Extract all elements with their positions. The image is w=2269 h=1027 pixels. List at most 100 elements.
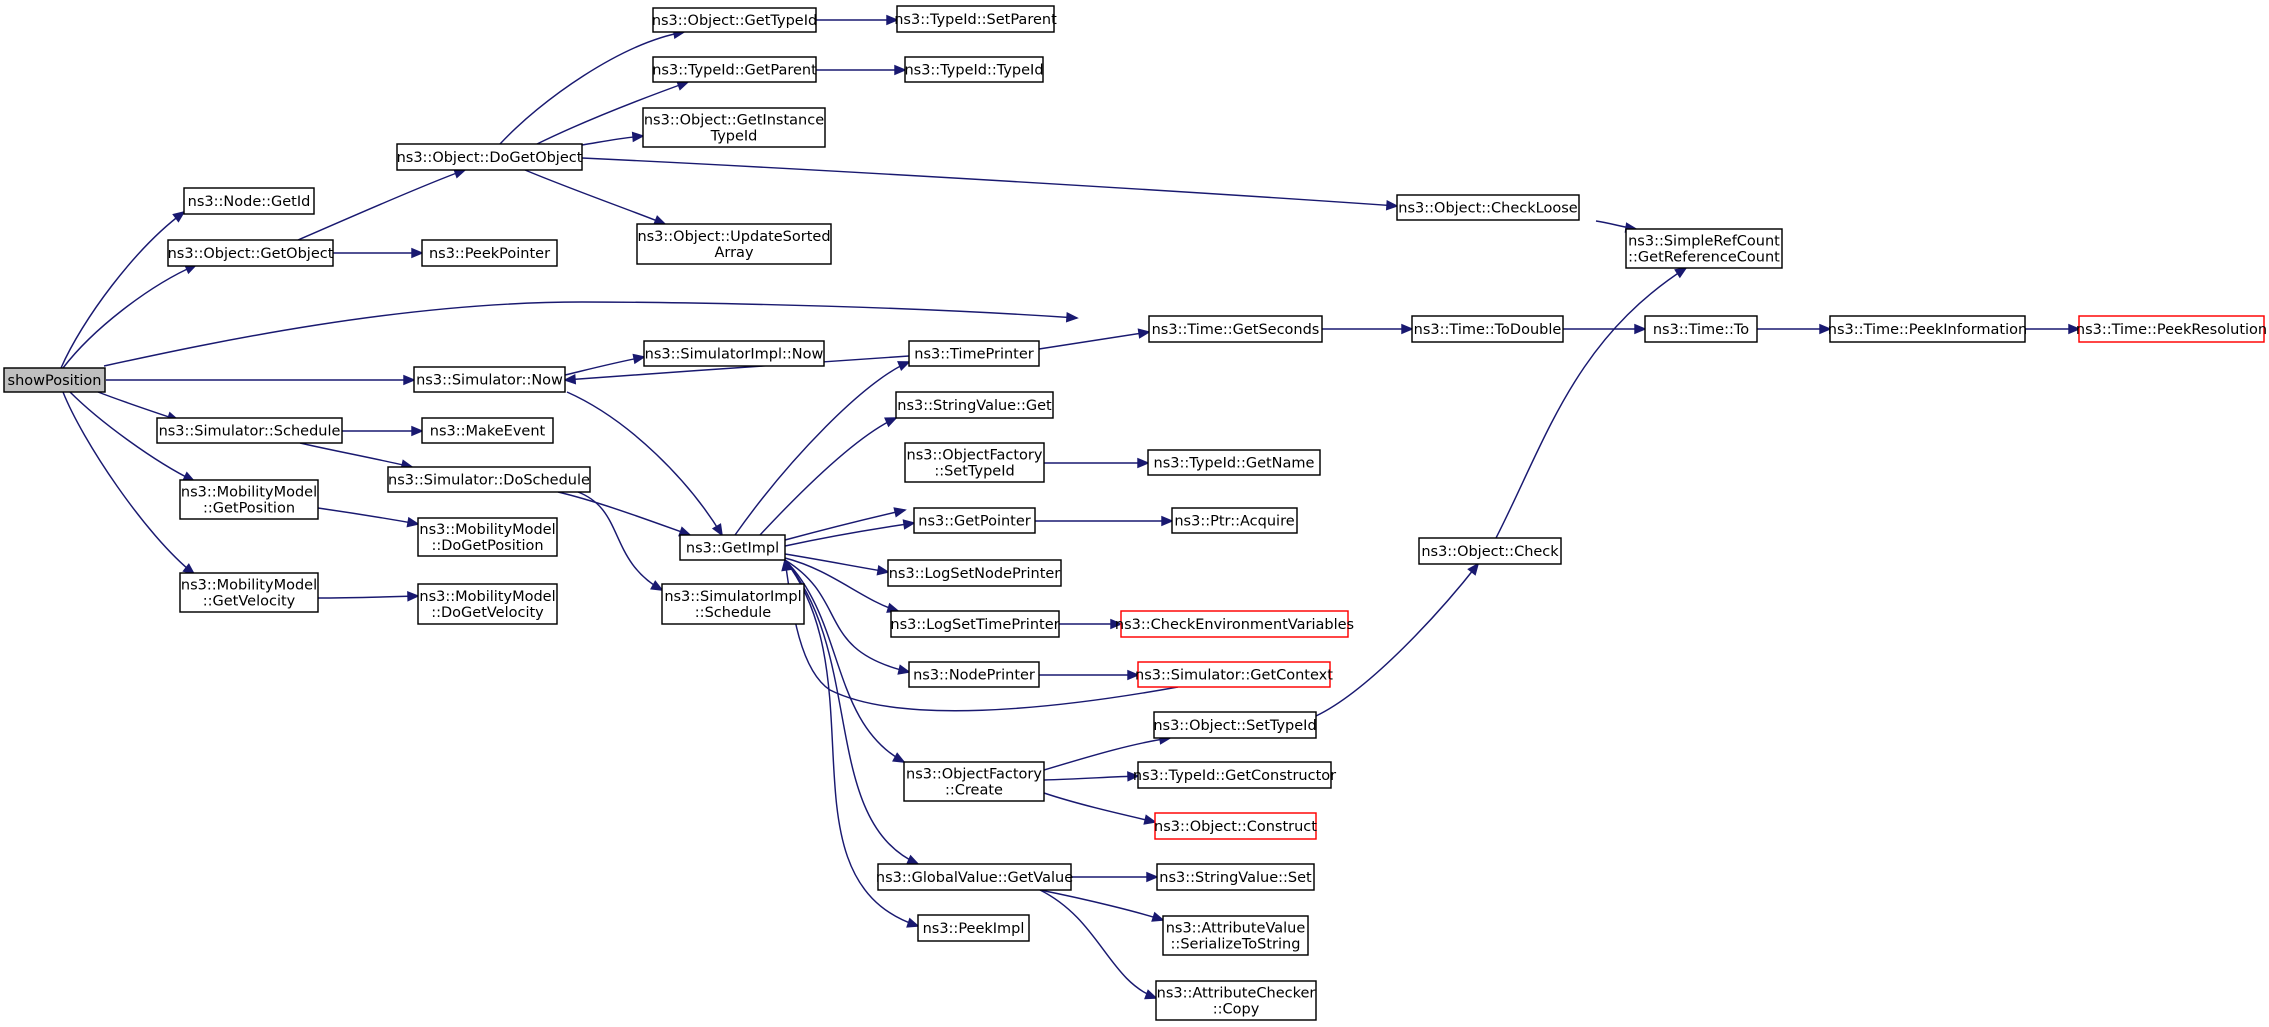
node-showPosition[interactable]: showPosition — [3, 367, 106, 393]
node-label: ns3::Time::ToDouble — [1414, 322, 1562, 338]
node-box — [1162, 915, 1309, 956]
node-attrvalue-serialize[interactable]: ns3::AttributeValue::SerializeToString — [1162, 915, 1309, 956]
arrowhead-icon — [631, 131, 645, 143]
node-typeid-typeid[interactable]: ns3::TypeId::TypeId — [904, 56, 1044, 83]
node-obj-dogetobject[interactable]: ns3::Object::DoGetObject — [396, 143, 583, 171]
arrowhead-icon — [1674, 266, 1688, 279]
node-label: ns3::SimpleRefCount — [1628, 234, 1780, 250]
node-sim-now[interactable]: ns3::Simulator::Now — [413, 366, 566, 393]
node-sim-schedule[interactable]: ns3::Simulator::Schedule — [156, 417, 343, 444]
arrowhead-icon — [2068, 323, 2081, 335]
edge-line — [784, 557, 899, 612]
node-simimpl-now[interactable]: ns3::SimulatorImpl::Now — [643, 340, 825, 367]
node-typeid-setparent[interactable]: ns3::TypeId::SetParent — [894, 5, 1057, 33]
node-obj-construct[interactable]: ns3::Object::Construct — [1154, 812, 1317, 840]
node-box — [156, 417, 343, 444]
node-getpointer[interactable]: ns3::GetPointer — [913, 507, 1036, 534]
node-peekimpl[interactable]: ns3::PeekImpl — [917, 914, 1030, 942]
edge-obj_check-to-simplerefcount — [1495, 266, 1688, 539]
edge-objfactory_create-to-obj_construct — [1043, 792, 1157, 825]
node-box — [1155, 980, 1317, 1021]
node-sim-getcontext[interactable]: ns3::Simulator::GetContext — [1135, 661, 1333, 688]
edge-time_peekinformation-to-time_peekresolution — [2025, 323, 2081, 335]
node-obj-settypeid[interactable]: ns3::Object::SetTypeId — [1153, 711, 1317, 739]
node-timeprinter[interactable]: ns3::TimePrinter — [908, 340, 1040, 367]
node-time-to[interactable]: ns3::Time::To — [1644, 315, 1758, 343]
node-objfactory-create[interactable]: ns3::ObjectFactory::Create — [903, 761, 1045, 802]
arrowhead-icon — [411, 425, 424, 437]
node-typeid-getparent[interactable]: ns3::TypeId::GetParent — [652, 56, 817, 83]
node-getimpl[interactable]: ns3::GetImpl — [679, 534, 786, 561]
arrowhead-icon — [1144, 989, 1158, 1000]
node-box — [913, 507, 1036, 534]
edge-mm_getposition-to-mm_dogetposition — [317, 507, 420, 528]
node-typeid-getconstructor[interactable]: ns3::TypeId::GetConstructor — [1133, 761, 1336, 789]
node-box — [3, 367, 106, 393]
node-stringvalue-get[interactable]: ns3::StringValue::Get — [895, 391, 1054, 419]
node-mm-dogetvelocity[interactable]: ns3::MobilityModel::DoGetVelocity — [417, 583, 558, 625]
node-logsettimeprinter[interactable]: ns3::LogSetTimePrinter — [890, 610, 1060, 638]
node-stringvalue-set[interactable]: ns3::StringValue::Set — [1156, 863, 1315, 891]
edge-line — [297, 169, 466, 241]
node-simimpl-schedule[interactable]: ns3::SimulatorImpl::Schedule — [661, 583, 805, 625]
edge-getimpl-to-logsettimeprinter — [784, 557, 900, 613]
edges-layer — [60, 14, 2081, 1000]
arrowhead-icon — [781, 558, 792, 572]
node-globalvalue-getvalue[interactable]: ns3::GlobalValue::GetValue — [876, 863, 1073, 891]
node-nodeprinter[interactable]: ns3::NodePrinter — [908, 661, 1040, 688]
node-attrchecker-copy[interactable]: ns3::AttributeChecker::Copy — [1155, 980, 1317, 1021]
node-time-todouble[interactable]: ns3::Time::ToDouble — [1411, 315, 1564, 343]
node-label: ::GetVelocity — [203, 594, 296, 610]
node-sim-doschedule[interactable]: ns3::Simulator::DoSchedule — [387, 466, 591, 493]
node-box — [917, 914, 1030, 942]
node-obj-getobject[interactable]: ns3::Object::GetObject — [167, 239, 334, 267]
node-makeevent[interactable]: ns3::MakeEvent — [421, 417, 554, 444]
edge-timeprinter-to-time_getseconds — [1038, 328, 1151, 350]
node-label: ns3::MobilityModel — [181, 485, 317, 501]
node-time-peekresolution[interactable]: ns3::Time::PeekResolution — [2076, 315, 2267, 343]
edge-time_to-to-time_peekinformation — [1757, 323, 1832, 335]
node-box — [1171, 507, 1298, 534]
edge-globalvalue_getvalue-to-attrchecker_copy — [1039, 889, 1158, 1000]
node-node-getid[interactable]: ns3::Node::GetId — [183, 187, 315, 215]
edge-line — [566, 391, 723, 536]
arrowhead-icon — [886, 14, 899, 26]
node-label: ns3::Object::GetTypeId — [652, 13, 817, 29]
node-obj-gettypeid[interactable]: ns3::Object::GetTypeId — [652, 7, 817, 33]
node-label: ::Schedule — [695, 605, 771, 621]
edge-line — [784, 559, 910, 673]
node-label: ::SetTypeId — [934, 464, 1014, 480]
node-box — [1137, 661, 1331, 688]
node-typeid-getname[interactable]: ns3::TypeId::GetName — [1147, 449, 1321, 476]
node-logsetnodeprinter[interactable]: ns3::LogSetNodePrinter — [887, 559, 1062, 587]
node-ptr-acquire[interactable]: ns3::Ptr::Acquire — [1171, 507, 1298, 534]
node-mm-dogetposition[interactable]: ns3::MobilityModel::DoGetPosition — [417, 517, 558, 557]
node-objfactory-settypeid[interactable]: ns3::ObjectFactory::SetTypeId — [904, 442, 1045, 483]
node-mm-getposition[interactable]: ns3::MobilityModel::GetPosition — [179, 479, 319, 520]
edge-globalvalue_getvalue-to-stringvalue_set — [1070, 871, 1159, 883]
node-label: ns3::NodePrinter — [913, 668, 1035, 684]
node-peekpointer[interactable]: ns3::PeekPointer — [421, 239, 558, 267]
node-box — [636, 223, 832, 265]
node-time-getseconds[interactable]: ns3::Time::GetSeconds — [1148, 315, 1323, 343]
arrowhead-icon — [1146, 871, 1159, 883]
node-box — [413, 366, 566, 393]
node-mm-getvelocity[interactable]: ns3::MobilityModel::GetVelocity — [179, 572, 319, 613]
node-box — [904, 56, 1044, 83]
edge-showPosition-to-node_getid — [60, 210, 186, 369]
node-box — [1644, 315, 1758, 343]
edge-sim_now-to-getimpl — [566, 391, 723, 537]
node-simplerefcount[interactable]: ns3::SimpleRefCount::GetReferenceCount — [1625, 228, 1783, 269]
node-label: ns3::LogSetNodePrinter — [889, 566, 1061, 582]
node-checkenvvars[interactable]: ns3::CheckEnvironmentVariables — [1115, 610, 1354, 638]
node-obj-checkloose[interactable]: ns3::Object::CheckLoose — [1396, 194, 1580, 221]
arrowhead-icon — [902, 519, 916, 530]
node-obj-check[interactable]: ns3::Object::Check — [1418, 537, 1562, 565]
edge-sim_schedule-to-makeevent — [342, 425, 424, 437]
node-label: ns3::StringValue::Set — [1159, 870, 1312, 886]
node-label: ::SerializeToString — [1171, 937, 1301, 953]
node-time-peekinformation[interactable]: ns3::Time::PeekInformation — [1828, 315, 2027, 343]
edge-getimpl-to-logsetnodeprinter — [784, 553, 890, 576]
